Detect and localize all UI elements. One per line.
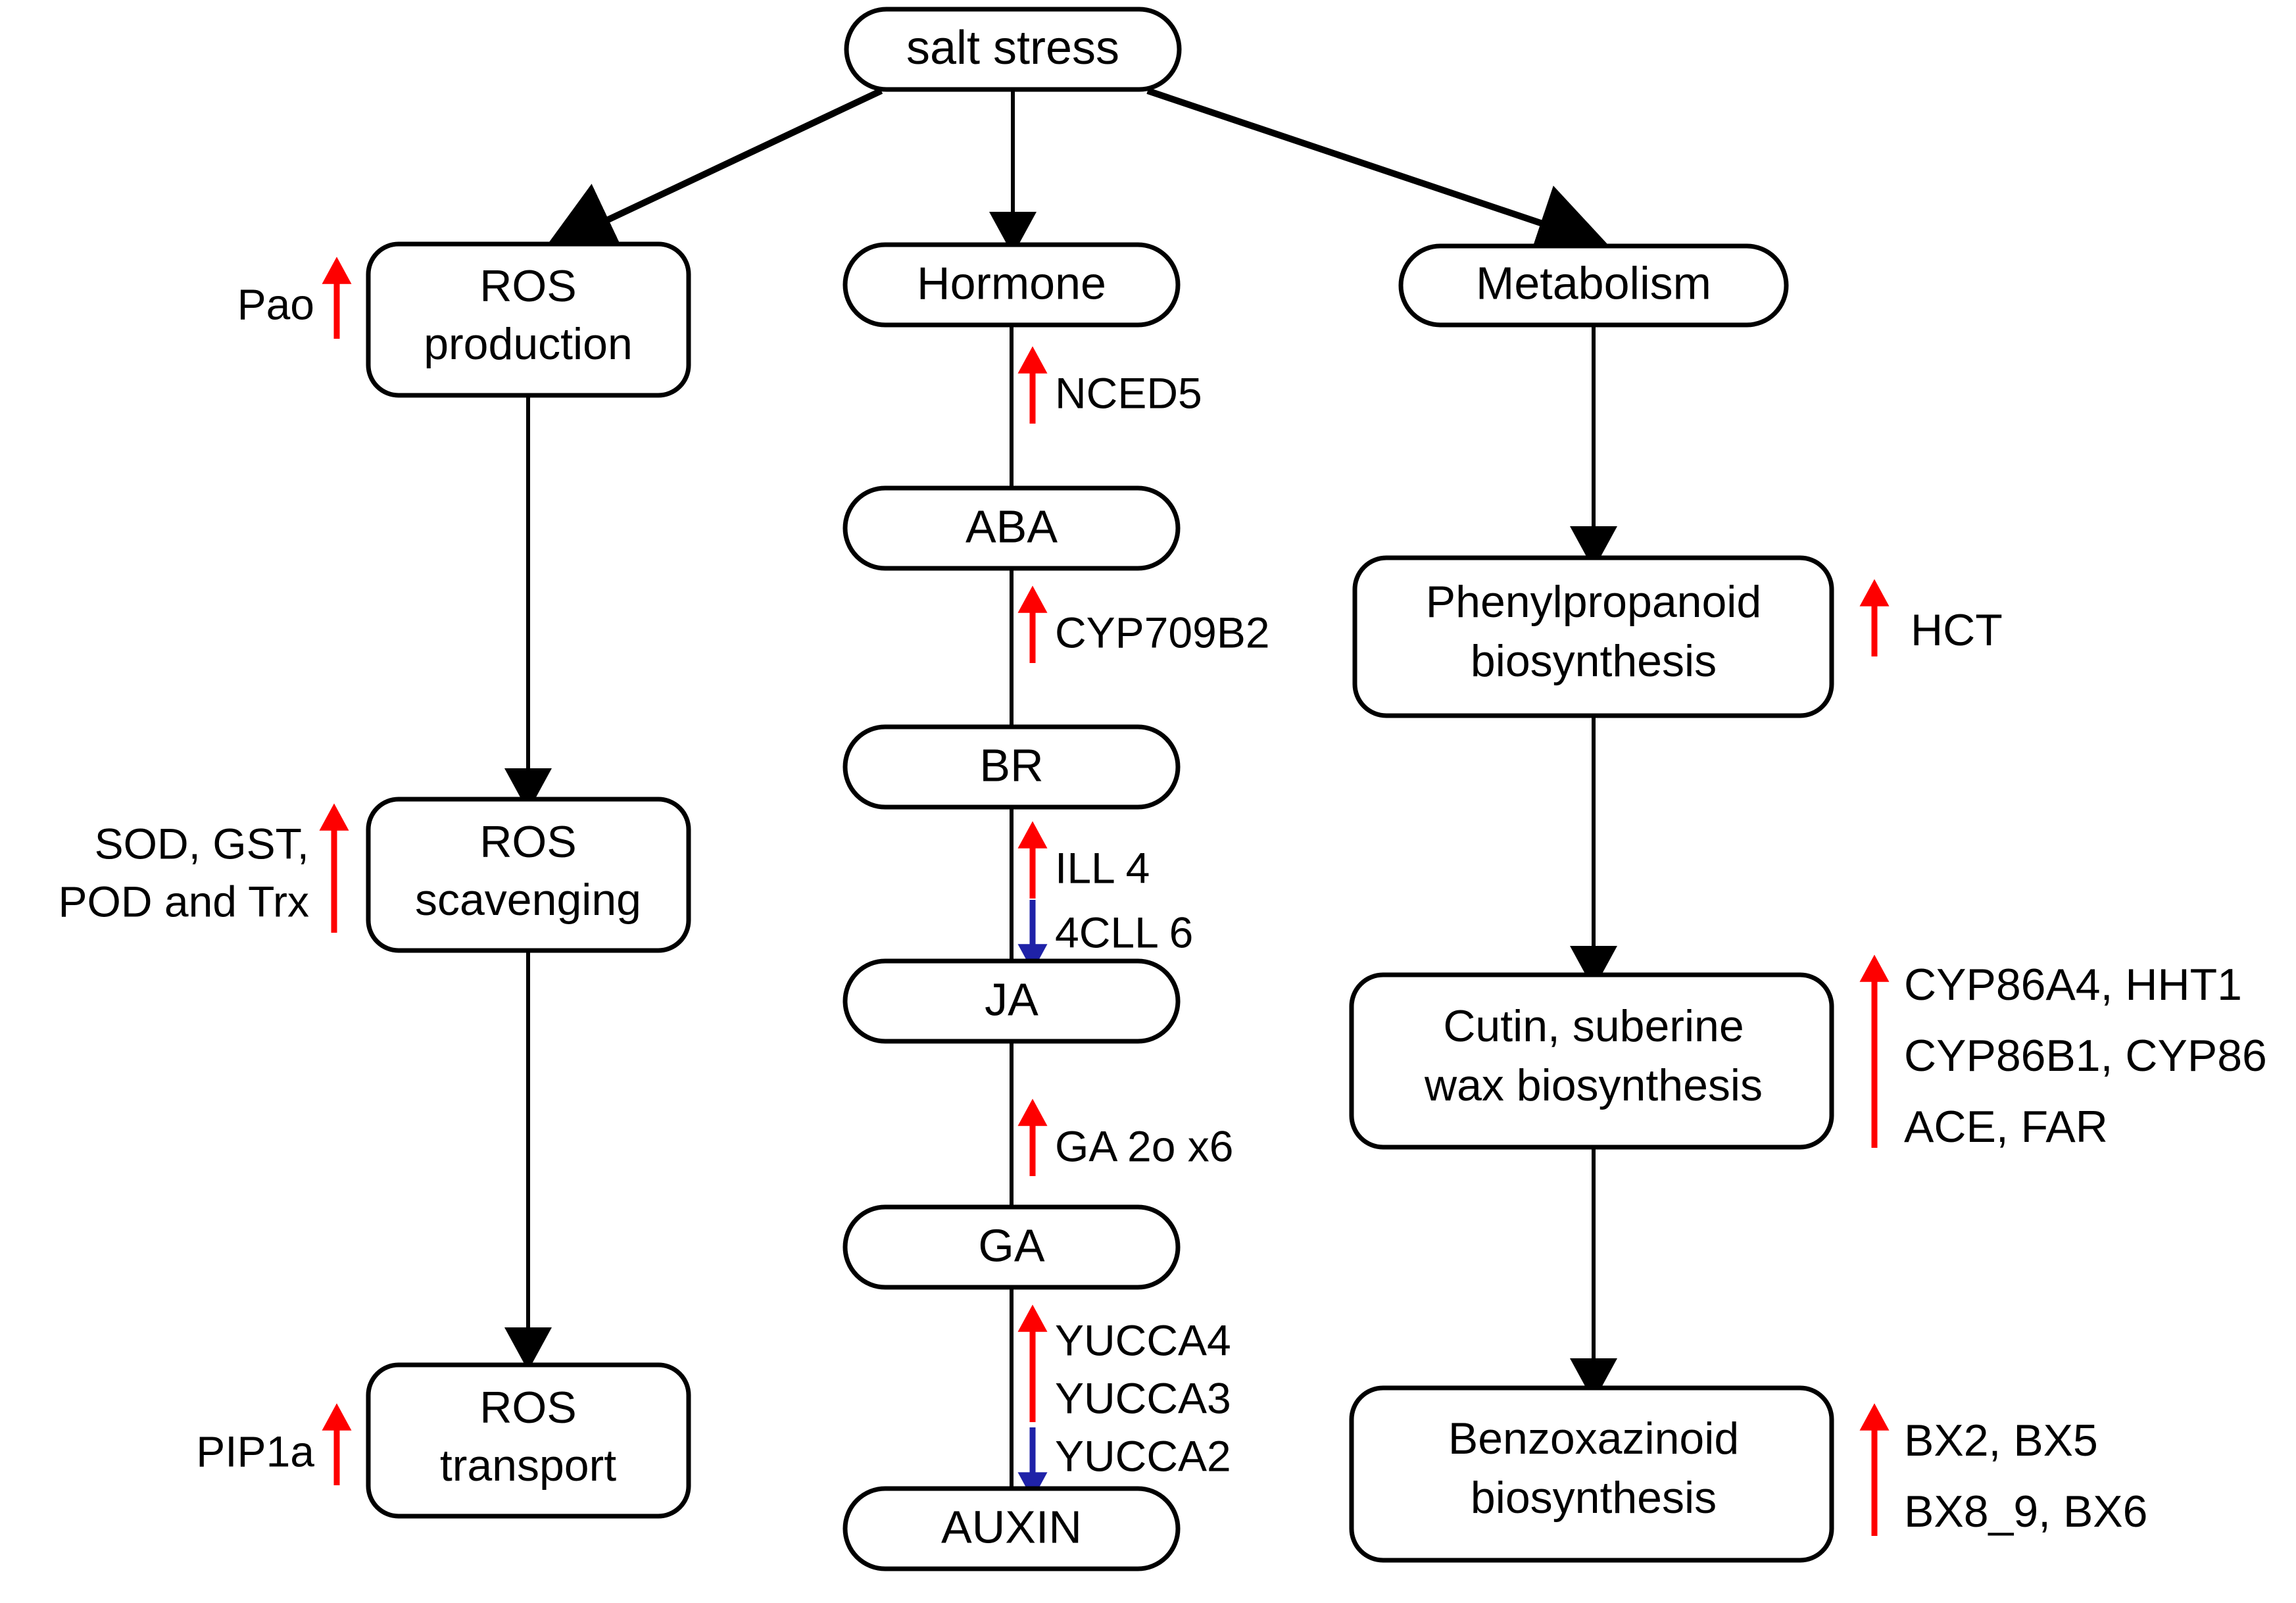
annotation-nced5-label: NCED5 [1055,368,1202,417]
node-metabolism[interactable]: Metabolism [1398,243,1789,328]
node-ja-label: JA [985,974,1038,1025]
annotation-cutin-genes-label-3: ACE, FAR [1904,1102,2108,1152]
node-metabolism-label: Metabolism [1476,257,1711,308]
annotation-yucca4-label: YUCCA4 [1055,1316,1231,1364]
node-hormone-label: Hormone [917,257,1106,308]
node-phenylpropanoid-label-2: biosynthesis [1471,636,1717,686]
annotation-4cll6-label: 4CLL 6 [1055,908,1193,956]
node-ros-production-label-1: ROS [479,261,576,311]
node-auxin-shape [843,1486,1181,1571]
annotation-4cll6: 4CLL 6 [1017,900,1193,972]
edge-salt-stress-to-metabolism [1146,87,1609,260]
annotation-pao-label: Pao [237,280,314,328]
annotation-cyp709b2-label: CYP709B2 [1055,608,1270,656]
annotation-sod-gst-pod-trx: SOD, GST, POD and Trx [59,803,349,933]
edge-salt-stress-to-ros-production [543,87,883,255]
node-ga[interactable]: GA [843,1204,1181,1290]
annotation-hct: HCT [1859,579,2003,656]
annotation-cutin-genes-label-2: CYP86B1, CYP86 [1904,1031,2267,1081]
node-ros-scavenging-label-1: ROS [479,817,576,867]
node-salt-stress-label: salt stress [906,22,1119,74]
node-ros-transport-label-1: ROS [479,1383,576,1433]
annotation-ill4-label: ILL 4 [1055,843,1150,892]
annotation-sod-gst-label-2: POD and Trx [59,877,309,925]
node-cutin-suberine-wax[interactable]: Cutin, suberine wax biosynthesis [1349,972,1834,1150]
node-auxin-label: AUXIN [941,1501,1082,1552]
annotation-benzoxazinoid-genes: BX2, BX5 BX8_9, BX6 [1859,1403,2147,1537]
node-ga-label: GA [978,1220,1044,1271]
node-ros-scavenging[interactable]: ROS scavenging [366,797,691,953]
annotation-sod-gst-label-1: SOD, GST, [95,819,309,868]
node-br[interactable]: BR [843,724,1181,810]
node-auxin[interactable]: AUXIN [843,1486,1181,1571]
node-salt-stress[interactable]: salt stress [844,7,1182,92]
node-ros-production[interactable]: ROS production [366,241,691,398]
node-ros-transport[interactable]: ROS transport [366,1362,691,1519]
node-benzoxazinoid-label-1: Benzoxazinoid [1448,1414,1739,1464]
annotation-cutin-genes: CYP86A4, HHT1 CYP86B1, CYP86 ACE, FAR [1859,954,2267,1152]
node-aba-label: ABA [965,501,1058,552]
annotation-cutin-genes-label-1: CYP86A4, HHT1 [1904,960,2242,1010]
annotation-pip1a-label: PIP1a [196,1427,314,1475]
annotation-hct-label: HCT [1911,605,2003,655]
annotation-yucca3-label: YUCCA3 [1055,1373,1231,1422]
annotation-pip1a: PIP1a [196,1403,352,1485]
node-ros-scavenging-label-2: scavenging [415,875,641,925]
annotation-bx-label-2: BX8_9, BX6 [1904,1487,2147,1537]
annotation-nced5: NCED5 [1017,346,1202,424]
annotation-yucca-down: YUCCA2 [1017,1427,1231,1500]
node-cutin-label-1: Cutin, suberine [1443,1001,1744,1051]
node-ros-transport-label-2: transport [440,1441,616,1491]
annotation-pao: Pao [237,257,352,339]
node-ros-transport-shape [366,1362,691,1519]
node-benzoxazinoid[interactable]: Benzoxazinoid biosynthesis [1349,1385,1834,1563]
node-ros-production-label-2: production [424,319,633,369]
annotation-ill4: ILL 4 [1017,821,1150,899]
annotation-cyp709b2: CYP709B2 [1017,585,1270,663]
node-phenylpropanoid[interactable]: Phenylpropanoid biosynthesis [1352,555,1834,718]
annotation-ga2ox6: GA 2o x6 [1017,1098,1234,1176]
annotation-yucca2-label: YUCCA2 [1055,1431,1231,1480]
node-benzoxazinoid-label-2: biosynthesis [1471,1473,1717,1523]
annotation-ga2ox6-label: GA 2o x6 [1055,1122,1234,1170]
node-aba[interactable]: ABA [843,485,1181,571]
node-hormone[interactable]: Hormone [843,242,1181,328]
annotation-yucca-up: YUCCA4 YUCCA3 [1017,1304,1231,1422]
node-benzoxazinoid-shape [1349,1385,1834,1563]
node-phenylpropanoid-label-1: Phenylpropanoid [1426,577,1761,627]
node-br-label: BR [979,739,1043,791]
node-cutin-label-2: wax biosynthesis [1424,1060,1763,1110]
node-salt-stress-shape [844,7,1182,92]
node-ja[interactable]: JA [843,958,1181,1044]
annotation-bx-label-1: BX2, BX5 [1904,1416,2098,1466]
